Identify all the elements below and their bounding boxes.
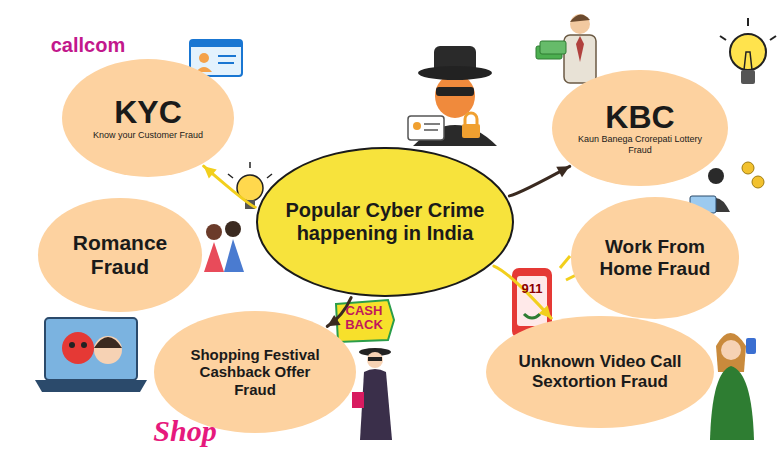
arrow-head <box>204 166 217 178</box>
fraud-bubble: Work From Home Fraud <box>571 197 739 318</box>
node-subtitle: Know your Customer Fraud <box>93 130 203 140</box>
text-stack: Shopping Festival Cashback Offer Fraud <box>180 346 330 398</box>
connector-line <box>204 166 256 207</box>
cashback-tag <box>336 300 394 342</box>
node-title: Work From Home Fraud <box>590 236 720 280</box>
fraud-bubble: Unknown Video Call Sextortion Fraud <box>486 316 714 429</box>
fraud-bubble: Romance Fraud <box>38 198 201 311</box>
woman-figure <box>710 333 756 440</box>
connector-arrow <box>204 166 256 207</box>
text-stack: KYCKnow your Customer Fraud <box>93 96 203 140</box>
laptop-figure <box>35 318 147 392</box>
script-word: Shop <box>140 414 230 447</box>
tag-text: CASH BACK <box>340 304 388 331</box>
topic-ellipse: Popular Cyber Crime happening in India <box>256 147 514 298</box>
text-stack: Romance Fraud <box>60 231 180 279</box>
node-title: Unknown Video Call Sextortion Fraud <box>510 352 690 391</box>
node-title: Popular Cyber Crime happening in India <box>280 199 490 245</box>
node-title: Shopping Festival Cashback Offer Fraud <box>180 346 330 398</box>
connector-line <box>494 266 551 318</box>
phone-number: 911 <box>514 282 550 296</box>
fraud-bubble: KBCKaun Banega Crorepati Lottery Fraud <box>552 70 727 186</box>
text-stack: Work From Home Fraud <box>590 236 720 280</box>
arrow-head <box>327 315 340 326</box>
lightbulb-icon <box>720 18 776 84</box>
connector-line <box>509 166 569 196</box>
arrow-head <box>556 166 569 177</box>
connector-arrow <box>509 166 569 196</box>
businessman-figure <box>536 14 596 83</box>
couple-figure <box>204 221 244 272</box>
text-stack: KBCKaun Banega Crorepati Lottery Fraud <box>577 101 702 155</box>
fraud-bubble: KYCKnow your Customer Fraud <box>62 59 234 177</box>
shopper-figure <box>352 348 392 440</box>
hacker-figure <box>408 46 497 146</box>
arrow-head <box>539 305 552 318</box>
connector-arrow <box>494 266 551 318</box>
logo-text: callcom <box>38 34 138 56</box>
text-stack: Unknown Video Call Sextortion Fraud <box>510 352 690 391</box>
node-subtitle: Kaun Banega Crorepati Lottery Fraud <box>577 134 702 155</box>
text-stack: Popular Cyber Crime happening in India <box>280 199 490 245</box>
node-title: KBC <box>605 101 674 135</box>
node-title: Romance Fraud <box>60 231 180 279</box>
node-title: KYC <box>114 96 182 130</box>
